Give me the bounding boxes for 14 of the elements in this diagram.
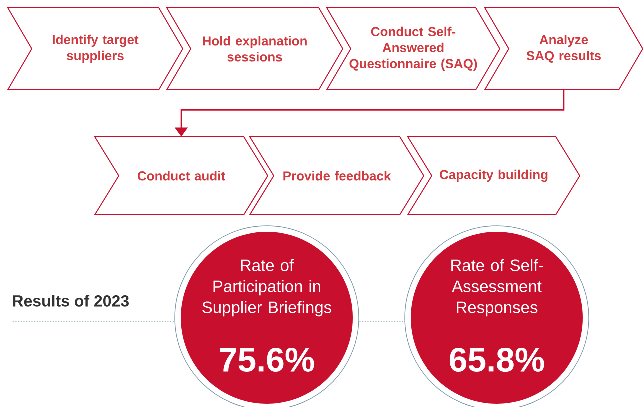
result-label: Rate of Participation in Supplier Briefings	[202, 259, 332, 317]
result-label: Rate of Self-Assessment Responses	[452, 259, 544, 317]
chevron-step: Conduct audit	[94, 136, 269, 216]
chevron-step: Hold explanation sessions	[166, 8, 344, 90]
result-value: 75.6%	[220, 348, 314, 372]
chevron-step: Conduct Self-Answered Questionnaire (SAQ)	[326, 8, 501, 90]
section-heading: Results of 2023	[13, 295, 129, 307]
result-circle	[404, 226, 590, 407]
chevron-step: Capacity building	[407, 136, 581, 216]
chevron-step: Analyze SAQ results	[484, 8, 643, 90]
result-circle	[174, 226, 360, 407]
result-value: 65.8%	[450, 348, 544, 372]
chevron-step: Provide feedback	[249, 136, 425, 216]
chevron-step: Identify target suppliers	[7, 8, 184, 90]
